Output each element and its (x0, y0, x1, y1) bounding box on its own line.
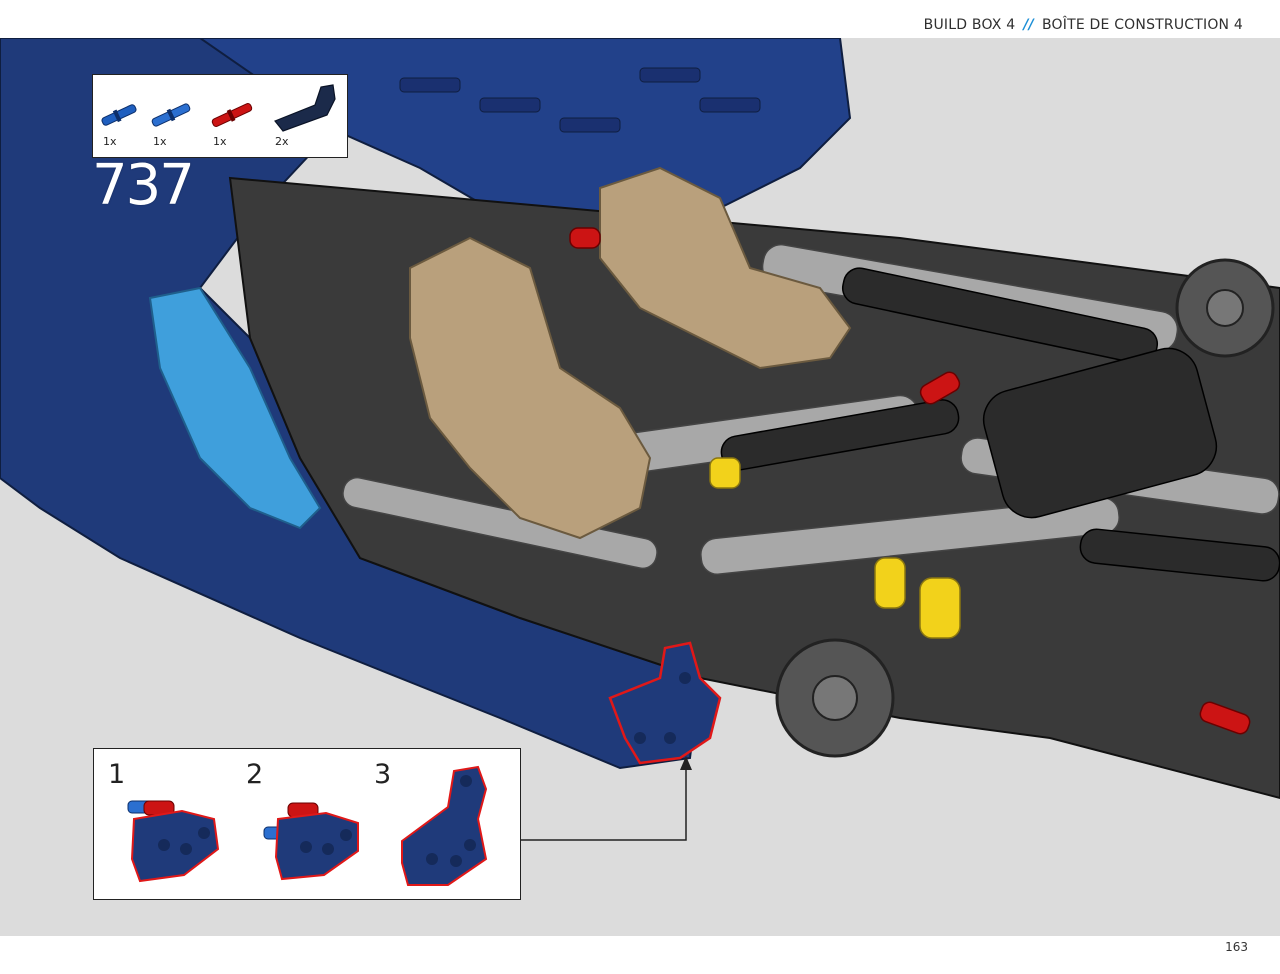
sub-assembly-box: 1 2 3 (93, 748, 521, 900)
sub-step-number: 1 (108, 759, 126, 790)
part-qty: 1x (153, 135, 167, 148)
blue-pin-icon (151, 103, 191, 127)
angled-beam-icon (274, 84, 336, 132)
blue-pin-icon (101, 104, 137, 126)
sub-step-3-image (401, 765, 488, 886)
sub-step-2: 2 (234, 749, 374, 903)
sub-step-2-image (263, 802, 359, 881)
header-boite-construction: BOÎTE DE CONSTRUCTION 4 (1041, 17, 1243, 33)
header-separator: // (1023, 17, 1034, 33)
sub-step-number: 2 (246, 759, 264, 790)
part-qty: 1x (213, 135, 227, 148)
sub-step-3: 3 (362, 749, 522, 903)
part-blue-pin-2: 1x (149, 75, 193, 148)
step-number: 737 (92, 153, 195, 218)
main-model-illustration (0, 38, 1280, 800)
part-qty: 2x (275, 135, 289, 148)
page-number: 163 (1225, 940, 1248, 954)
header-build-box: BUILD BOX 4 (923, 17, 1016, 33)
part-qty: 1x (103, 135, 117, 148)
page-header: BUILD BOX 4 // BOÎTE DE CONSTRUCTION 4 (924, 17, 1243, 33)
sub-step-number: 3 (374, 759, 392, 790)
part-red-pin: 1x (209, 75, 255, 148)
red-pin-icon (211, 102, 253, 128)
parts-list: 1x 1x 1x 2x (92, 74, 348, 158)
sub-step-1: 1 (94, 749, 234, 903)
part-dark-beam: 2x (269, 75, 341, 148)
part-blue-pin-1: 1x (99, 75, 139, 148)
sub-step-1-image (127, 800, 220, 883)
